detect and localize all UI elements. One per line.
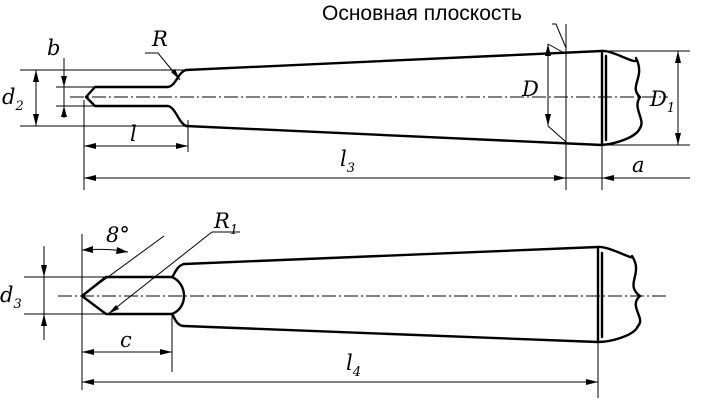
- label-D1: D1: [649, 87, 675, 116]
- label-R: R: [151, 27, 168, 51]
- lower-tang-outline: [80, 262, 186, 328]
- dim-d2-arrow-top: [33, 70, 39, 82]
- dim-l3-arrow-left: [84, 175, 96, 181]
- dim-D-arrow-bottom: [545, 114, 551, 126]
- label-D: D: [521, 77, 539, 101]
- label-angle: 8°: [106, 223, 130, 247]
- label-b: b: [47, 36, 60, 60]
- dim-D1-arrow-bottom: [675, 133, 681, 145]
- dim-D-tick-bottom: [547, 125, 567, 143]
- dim-d3-arrow-top: [41, 265, 47, 277]
- dim-l-arrow-right: [176, 143, 188, 149]
- angle-leg: [81, 235, 165, 297]
- dim-b-arrow-top: [61, 76, 67, 87]
- label-a: a: [632, 153, 645, 177]
- label-l3: l3: [340, 147, 355, 176]
- dim-a-arrow: [602, 175, 614, 181]
- upper-taper-outline: [184, 49, 604, 147]
- dim-l4-arrow-right: [586, 379, 598, 385]
- label-reference-plane: Основная плоскость: [322, 2, 522, 25]
- label-l4: l4: [346, 351, 361, 380]
- dim-l4-arrow-left: [82, 379, 94, 385]
- lower-view: 8° R1 d3 c l4: [0, 209, 668, 398]
- label-c: c: [120, 328, 132, 352]
- upper-slot-outline: [84, 68, 188, 128]
- leader-R1: [107, 231, 240, 315]
- angle-arrow-left: [82, 246, 93, 253]
- lower-break-end: [596, 245, 642, 344]
- dim-D1-arrow-top: [675, 51, 681, 63]
- lower-tang-radius: [170, 275, 186, 316]
- dim-d2-arrow-bottom: [33, 114, 39, 126]
- upper-view: Основная плоскость b R d2 D D1 l l3 a: [2, 2, 690, 190]
- leader-R: [145, 52, 181, 81]
- dim-D-tick-top: [547, 43, 567, 55]
- dim-c-arrow-right: [160, 349, 172, 355]
- leader-reference-plane: [552, 23, 567, 49]
- angle-arrow-right: [116, 247, 128, 254]
- leader-R-arrow: [171, 69, 180, 80]
- label-R1: R1: [213, 209, 238, 238]
- label-d2: d2: [2, 85, 24, 114]
- dim-b-arrow-bottom: [61, 106, 67, 117]
- upper-break-end: [600, 49, 643, 147]
- dim-D-arrow-top: [545, 44, 551, 56]
- lower-taper-outline: [182, 245, 600, 344]
- dim-c-arrow-left: [82, 349, 94, 355]
- dim-d3-arrow-bottom: [41, 314, 47, 326]
- label-d3: d3: [0, 283, 22, 312]
- dim-l3-arrow-right: [554, 175, 566, 181]
- dim-l-arrow-left: [84, 143, 96, 149]
- leader-R1-arrow: [108, 305, 119, 314]
- label-l: l: [130, 122, 137, 146]
